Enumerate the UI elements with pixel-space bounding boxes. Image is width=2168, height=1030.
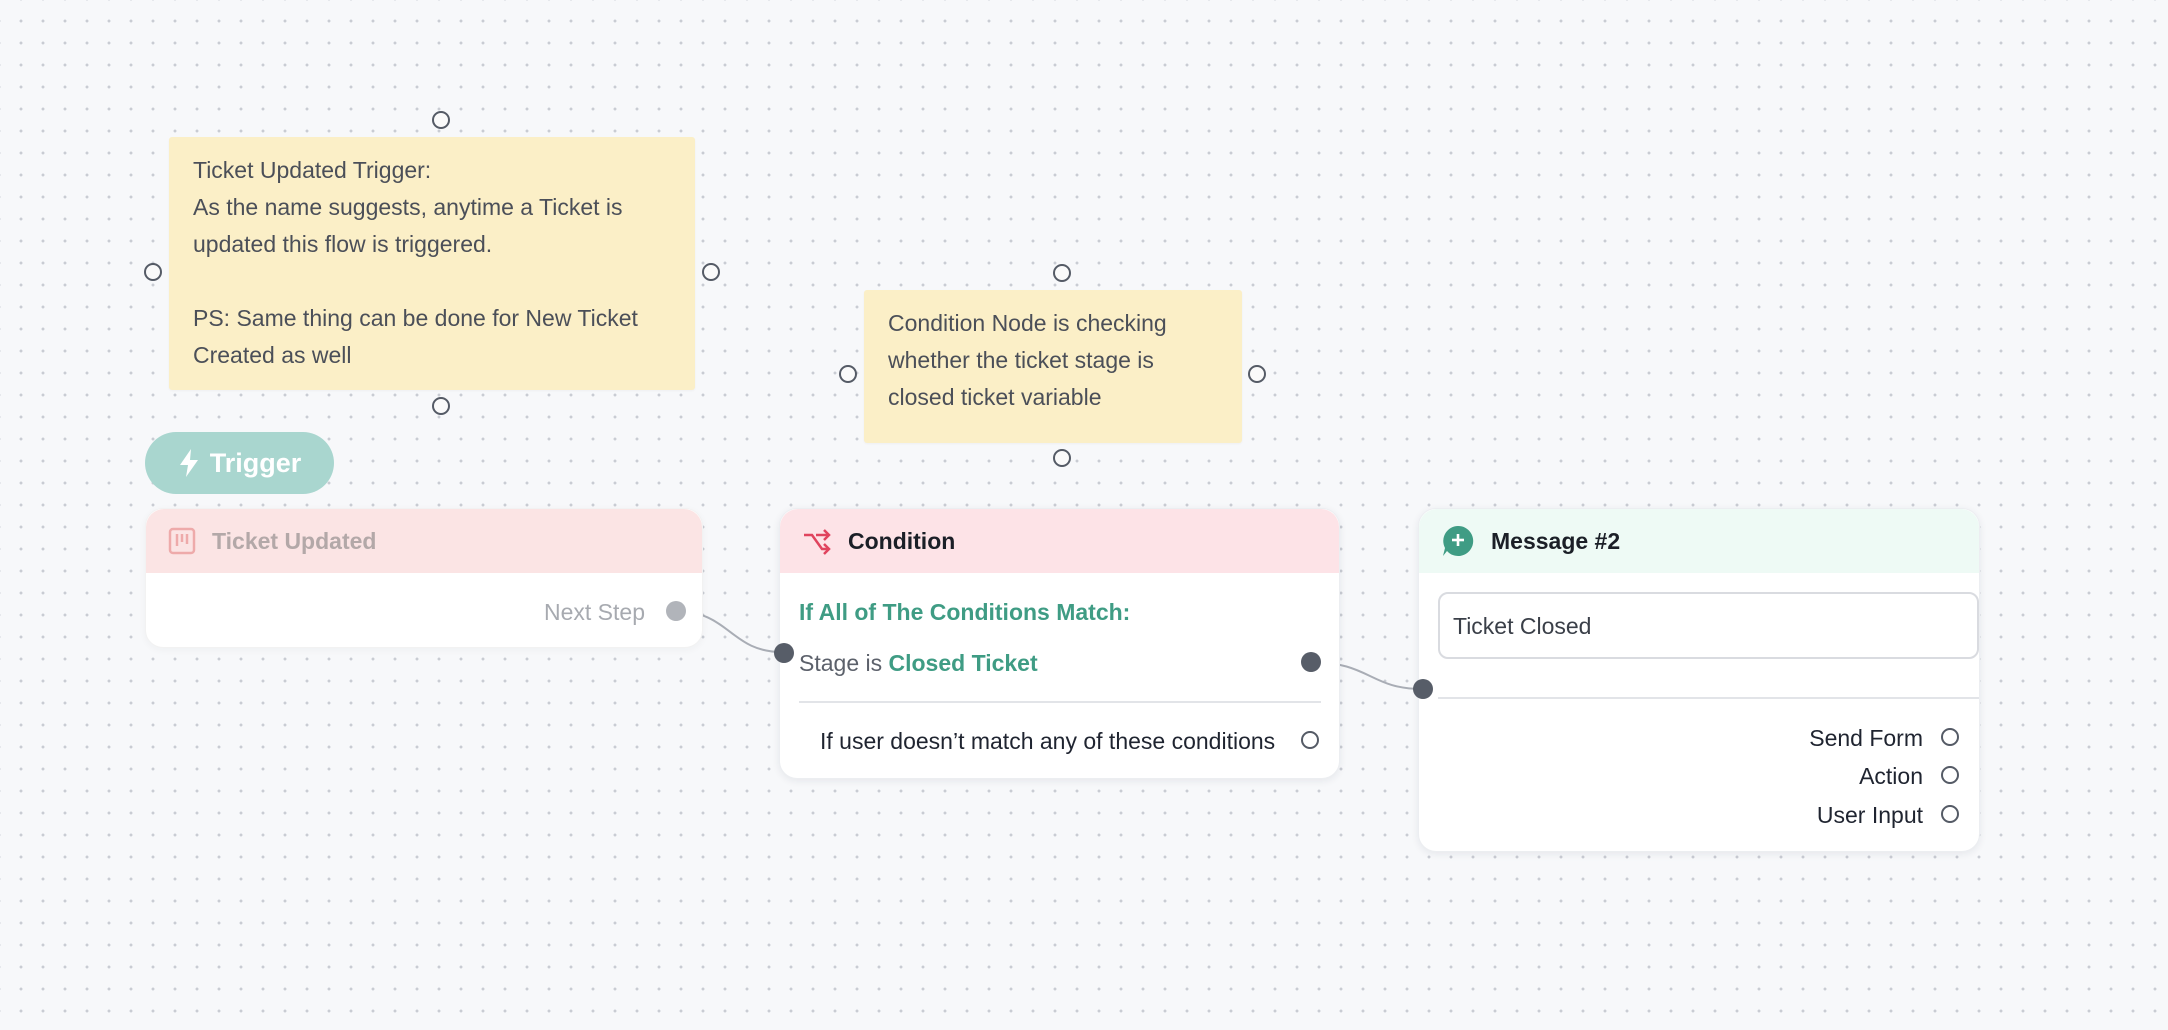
rule-output-port[interactable] bbox=[1301, 652, 1321, 672]
chat-add-icon bbox=[1443, 525, 1474, 556]
user-input-port[interactable] bbox=[1941, 805, 1959, 823]
trigger-note-text: Ticket Updated Trigger: As the name sugg… bbox=[193, 157, 638, 368]
message-input-port[interactable] bbox=[1413, 679, 1433, 699]
condition-sticky-note[interactable]: Condition Node is checking whether the t… bbox=[864, 290, 1242, 443]
condition-input-port[interactable] bbox=[774, 643, 794, 663]
ticket-updated-title: Ticket Updated bbox=[212, 527, 377, 554]
action-option: Action bbox=[1859, 763, 1923, 789]
next-step-label: Next Step bbox=[544, 599, 645, 625]
lightning-icon bbox=[179, 449, 198, 477]
condition-rule[interactable]: Stage is Closed Ticket bbox=[799, 650, 1038, 677]
next-step-port[interactable] bbox=[666, 601, 686, 621]
note-resize-handle-top[interactable] bbox=[432, 111, 450, 129]
user-input-option: User Input bbox=[1816, 802, 1923, 828]
action-port[interactable] bbox=[1941, 766, 1959, 784]
ticket-updated-node-header: Ticket Updated bbox=[146, 509, 702, 573]
ticket-updated-node[interactable]: Ticket Updated Next Step bbox=[145, 508, 703, 648]
note-resize-handle-bottom[interactable] bbox=[432, 397, 450, 415]
fallback-label: If user doesn’t match any of these condi… bbox=[820, 728, 1276, 754]
message-divider bbox=[1438, 697, 1979, 699]
trigger-sticky-note[interactable]: Ticket Updated Trigger: As the name sugg… bbox=[169, 137, 695, 390]
rule-value: Closed Ticket bbox=[888, 650, 1038, 676]
note-resize-handle-right[interactable] bbox=[702, 263, 720, 281]
send-form-port[interactable] bbox=[1941, 728, 1959, 746]
message-text-field[interactable]: Ticket Closed bbox=[1438, 592, 1979, 659]
message-node[interactable]: Message #2 Ticket Closed Send Form Actio… bbox=[1413, 508, 1980, 852]
note-resize-handle-top[interactable] bbox=[1053, 264, 1071, 282]
note-resize-handle-right[interactable] bbox=[1248, 365, 1266, 383]
rule-prefix: Stage is bbox=[799, 650, 883, 676]
split-arrows-icon bbox=[804, 529, 831, 555]
kanban-board-icon bbox=[168, 527, 196, 555]
match-heading: If All of The Conditions Match: bbox=[799, 599, 1131, 625]
message-node-header: Message #2 bbox=[1419, 509, 1979, 573]
condition-note-text: Condition Node is checking whether the t… bbox=[888, 310, 1167, 410]
condition-node[interactable]: Condition If All of The Conditions Match… bbox=[774, 508, 1340, 779]
note-resize-handle-left[interactable] bbox=[144, 263, 162, 281]
send-form-option: Send Form bbox=[1809, 725, 1923, 751]
fallback-output-port[interactable] bbox=[1301, 731, 1319, 749]
note-resize-handle-left[interactable] bbox=[839, 365, 857, 383]
note-resize-handle-bottom[interactable] bbox=[1053, 449, 1071, 467]
condition-divider bbox=[799, 701, 1321, 703]
condition-title: Condition bbox=[848, 527, 956, 554]
trigger-pill-label: Trigger bbox=[209, 447, 302, 478]
trigger-pill[interactable]: Trigger bbox=[145, 432, 334, 494]
message-title: Message #2 bbox=[1491, 527, 1621, 554]
condition-node-header: Condition bbox=[780, 509, 1339, 573]
